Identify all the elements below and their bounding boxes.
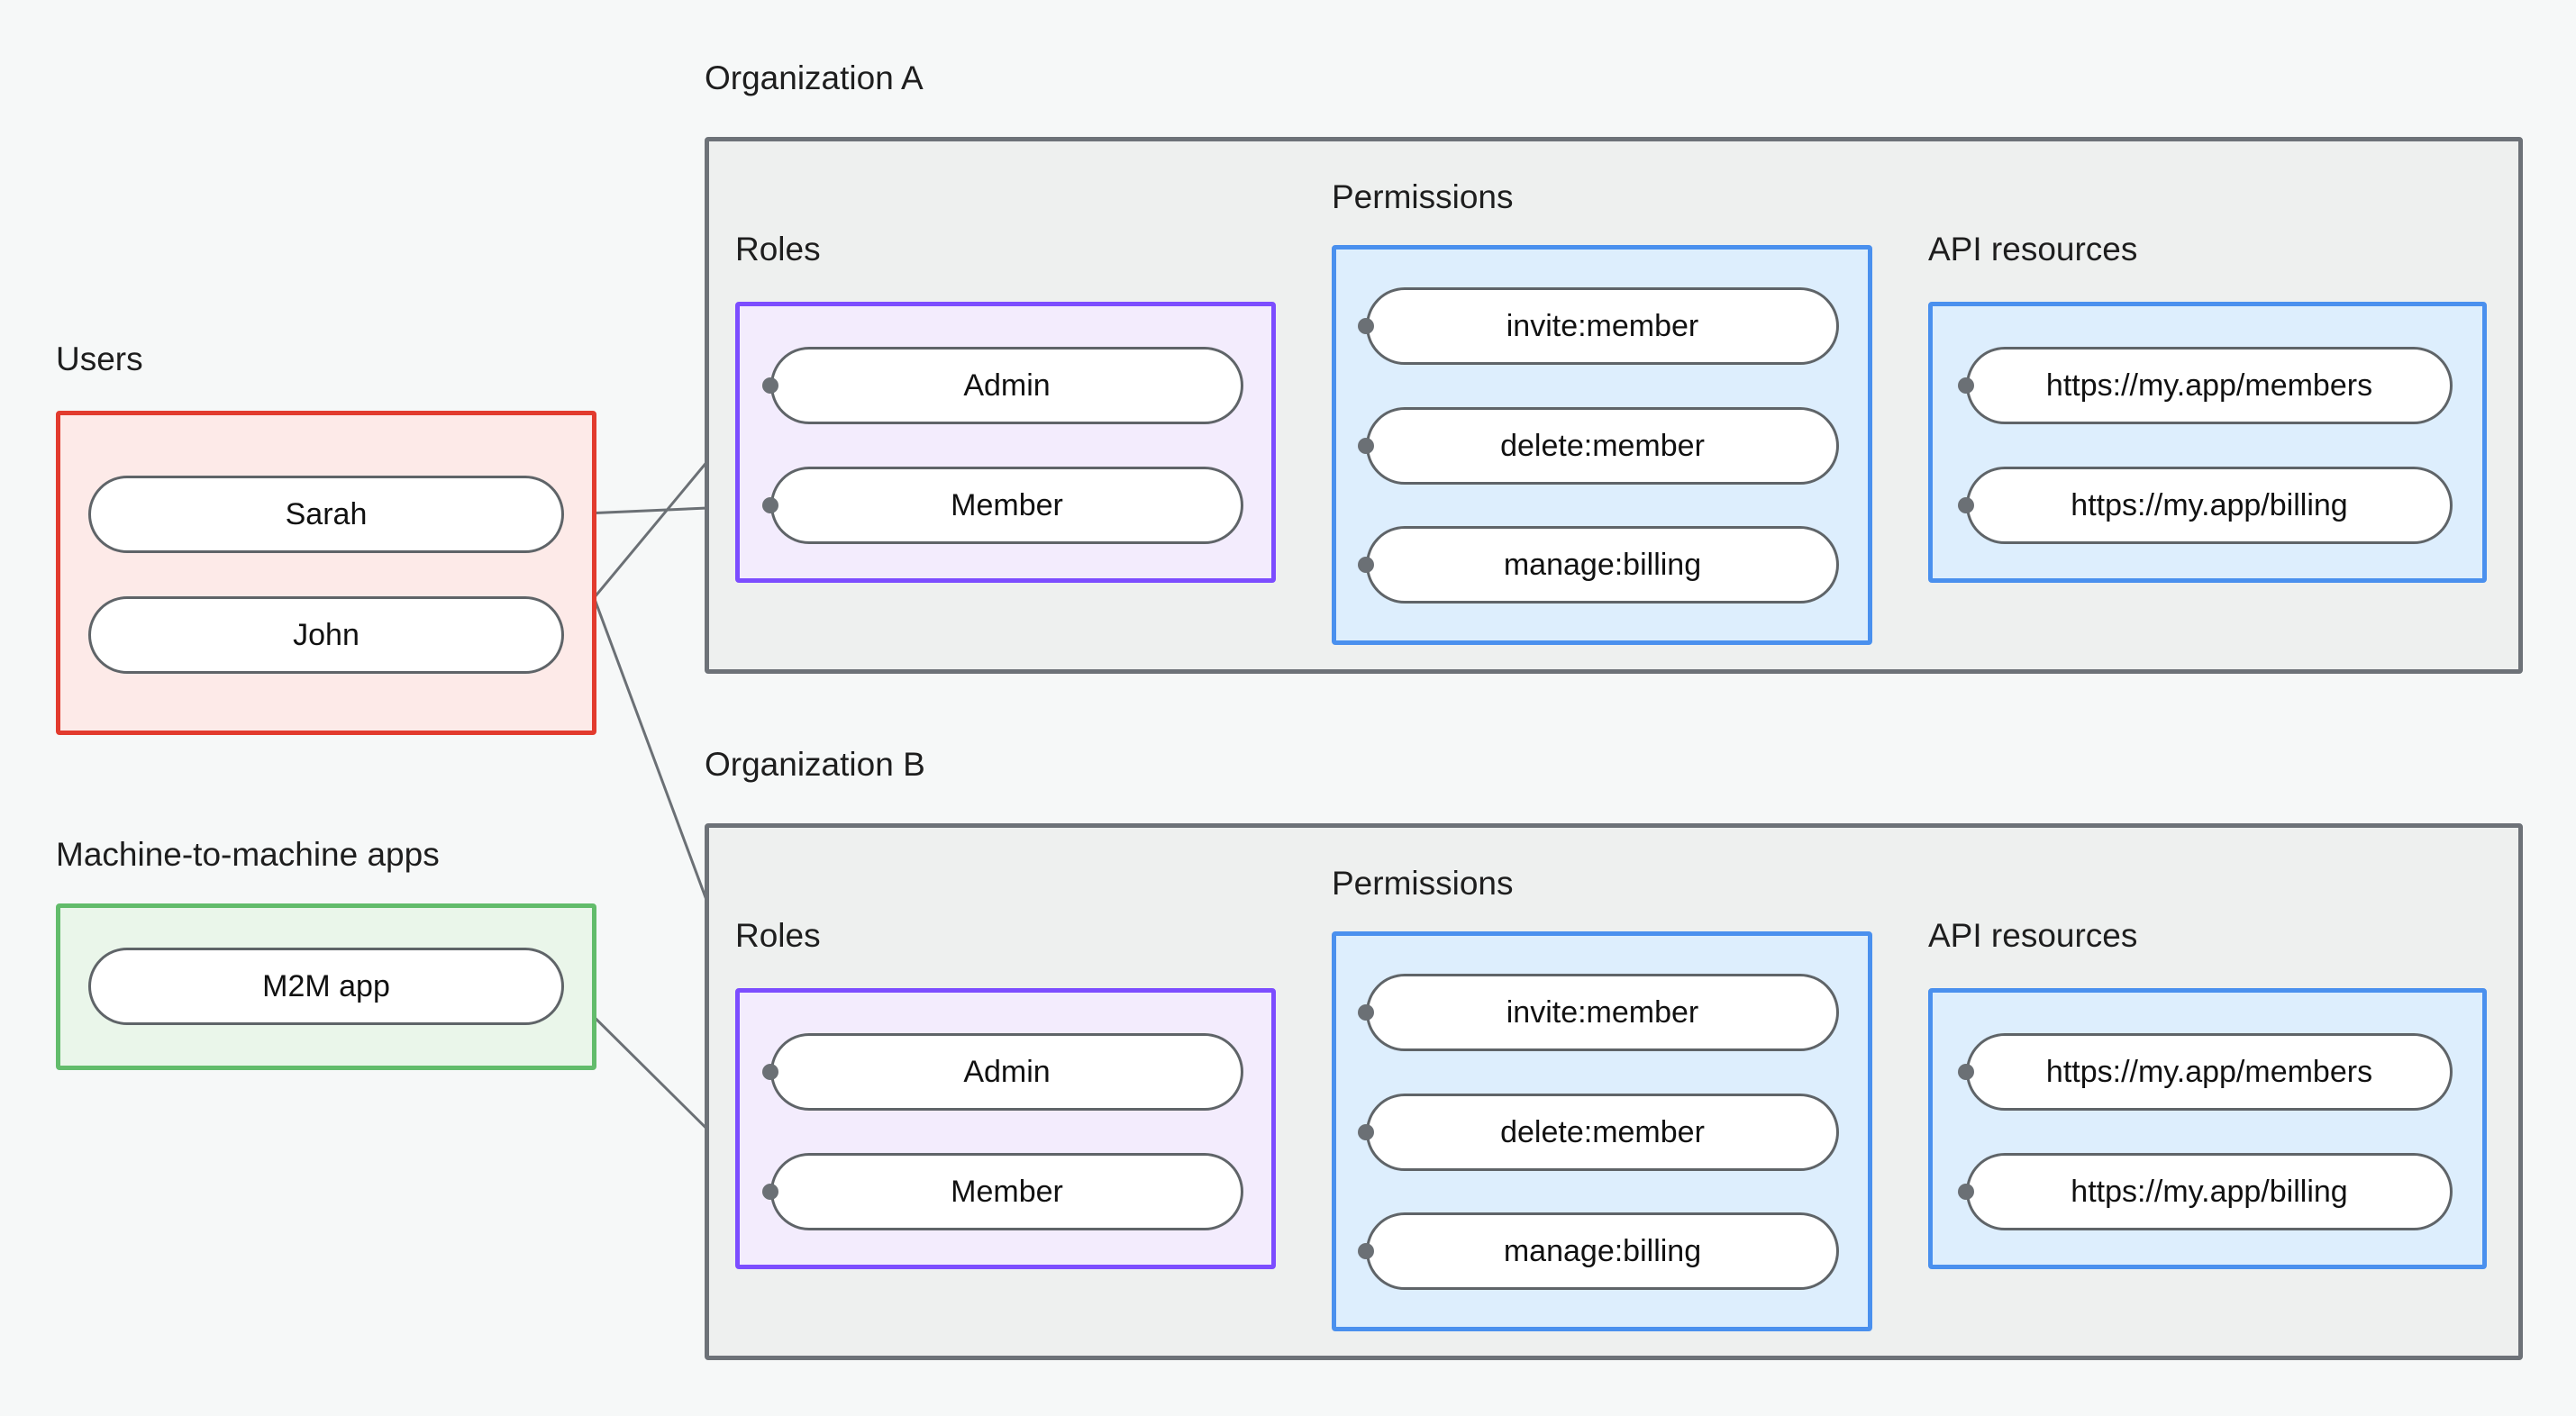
connector-dot-org-b-res-billing-in [1958,1184,1974,1200]
org-a-permissions-label: Permissions [1332,178,1514,215]
connector-dot-org-a-billing-in [1358,557,1374,573]
users-group-label: Users [56,340,143,377]
m2m-group-label: Machine-to-machine apps [56,836,440,873]
org-a-roles-label: Roles [735,231,821,268]
connector-dot-org-b-member-in [762,1184,778,1200]
org-b-permission-pill-invite-member[interactable]: invite:member [1366,974,1839,1051]
org-b-resource-pill-billing[interactable]: https://my.app/billing [1966,1153,2453,1230]
org-b-role-pill-member[interactable]: Member [770,1153,1243,1230]
org-b-resource-pill-members[interactable]: https://my.app/members [1966,1033,2453,1111]
org-a-role-pill-member[interactable]: Member [770,467,1243,544]
user-pill-john[interactable]: John [88,596,564,674]
org-b-permission-pill-delete-member[interactable]: delete:member [1366,1094,1839,1171]
user-pill-sarah[interactable]: Sarah [88,476,564,553]
org-b-permissions-label: Permissions [1332,865,1514,902]
org-a-resource-pill-billing[interactable]: https://my.app/billing [1966,467,2453,544]
organization-b-label: Organization B [705,746,925,783]
connector-dot-org-a-member-in [762,497,778,513]
users-box [56,411,596,735]
connector-dot-org-a-res-members-in [1958,377,1974,394]
org-b-resources-label: API resources [1928,917,2138,954]
org-a-resource-pill-members[interactable]: https://my.app/members [1966,347,2453,424]
org-a-permission-pill-invite-member[interactable]: invite:member [1366,287,1839,365]
org-b-role-pill-admin[interactable]: Admin [770,1033,1243,1111]
connector-dot-org-b-res-members-in [1958,1064,1974,1080]
connector-dot-org-b-admin-in [762,1064,778,1080]
org-a-permission-pill-manage-billing[interactable]: manage:billing [1366,526,1839,604]
org-a-permission-pill-delete-member[interactable]: delete:member [1366,407,1839,485]
connector-dot-org-a-delete-in [1358,438,1374,454]
connector-dot-org-b-invite-in [1358,1004,1374,1021]
connector-dot-org-a-admin-in [762,377,778,394]
connector-dot-org-a-invite-in [1358,318,1374,334]
org-b-permission-pill-manage-billing[interactable]: manage:billing [1366,1212,1839,1290]
organization-a-label: Organization A [705,59,924,96]
connector-dot-org-a-res-billing-in [1958,497,1974,513]
org-a-role-pill-admin[interactable]: Admin [770,347,1243,424]
connector-dot-org-b-billing-in [1358,1243,1374,1259]
org-a-resources-label: API resources [1928,231,2138,268]
connector-dot-org-b-delete-in [1358,1124,1374,1140]
m2m-pill-app[interactable]: M2M app [88,948,564,1025]
org-b-roles-label: Roles [735,917,821,954]
